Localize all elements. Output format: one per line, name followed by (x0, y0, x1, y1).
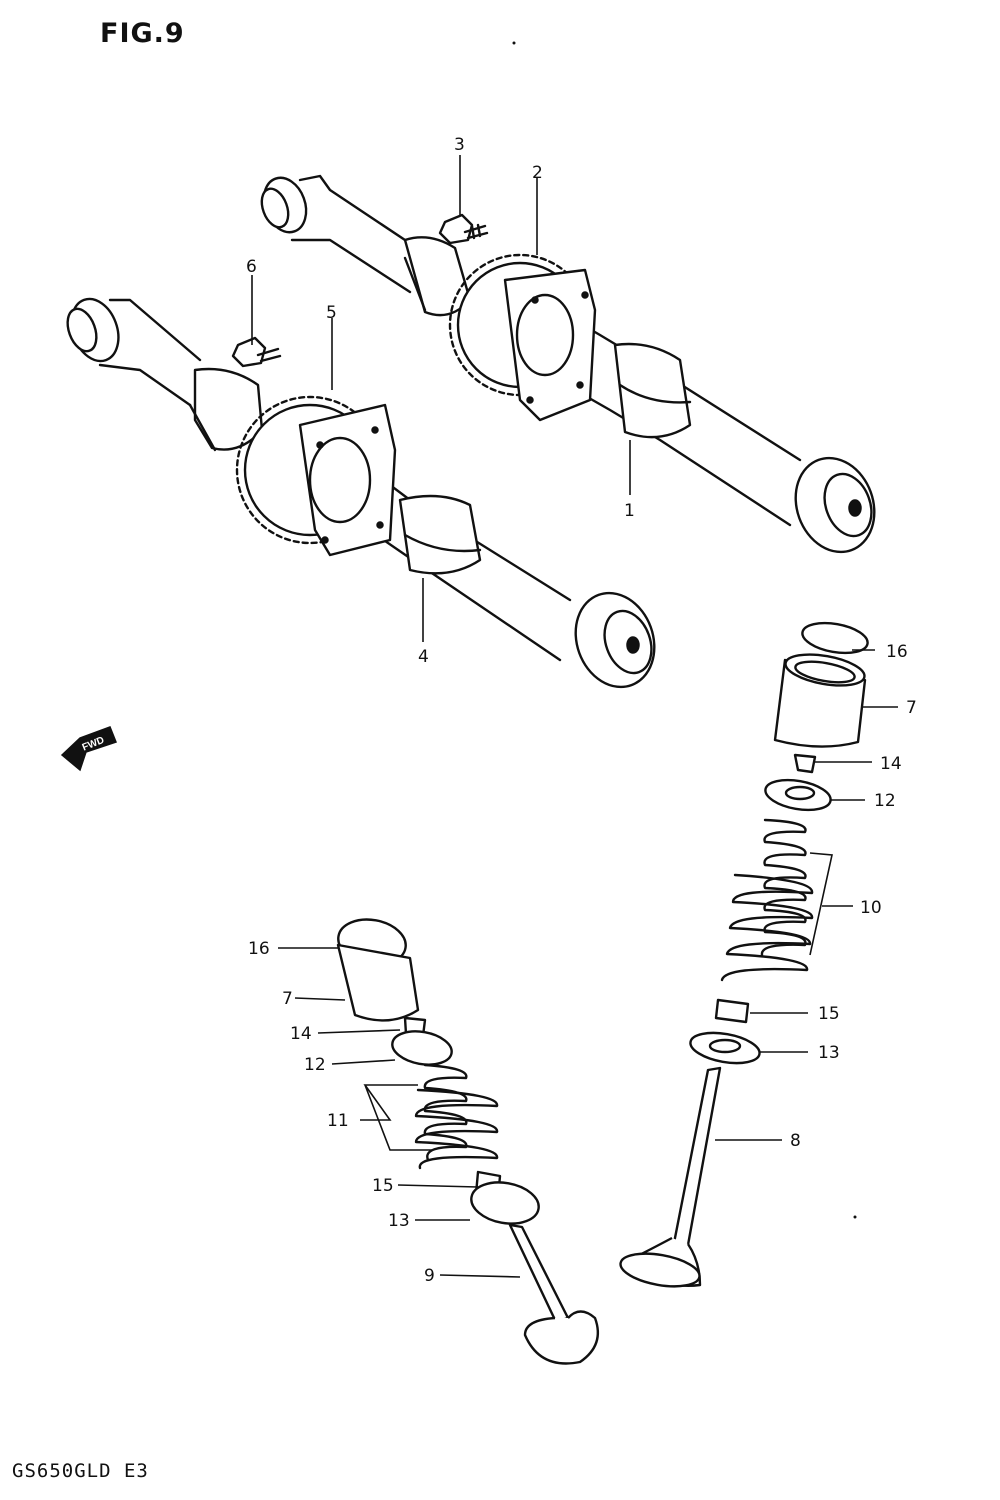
valve-assembly-right (619, 621, 869, 1288)
callout-4: 4 (418, 647, 429, 667)
callout-1: 1 (624, 501, 635, 521)
callout-13-right: 13 (818, 1043, 840, 1063)
callout-15-right: 15 (818, 1004, 840, 1024)
cam-sprocket-upper (448, 253, 597, 422)
callout-7-right: 7 (906, 698, 917, 718)
cam-sprocket-lower (235, 395, 397, 557)
callout-14-left: 14 (290, 1024, 312, 1044)
leader-lines (251, 155, 898, 1278)
callout-14-right: 14 (880, 754, 902, 774)
callout-5: 5 (326, 303, 337, 323)
callout-8: 8 (790, 1131, 801, 1151)
valve-assembly-left (336, 918, 600, 1365)
callout-11: 11 (327, 1111, 349, 1131)
camshaft-lower (66, 297, 656, 689)
callout-16-right: 16 (886, 642, 908, 662)
callout-6: 6 (246, 257, 257, 277)
model-code: GS650GLD E3 (12, 1460, 149, 1482)
callout-15-left: 15 (372, 1176, 394, 1196)
callout-10: 10 (860, 898, 882, 918)
bolt-upper (438, 213, 489, 245)
callout-12-right: 12 (874, 791, 896, 811)
callout-16-left: 16 (248, 939, 270, 959)
bolt-lower (231, 336, 282, 368)
figure-title: FIG.9 (100, 18, 185, 49)
camshaft-upper (260, 174, 876, 554)
callouts: 1 2 3 4 5 6 16 7 14 12 10 15 13 8 16 7 1… (246, 135, 917, 1286)
callout-2: 2 (532, 163, 543, 183)
fwd-arrow-icon: FWD (60, 726, 117, 772)
callout-13-left: 13 (388, 1211, 410, 1231)
callout-7-left: 7 (282, 989, 293, 1009)
callout-3: 3 (454, 135, 465, 155)
callout-12-left: 12 (304, 1055, 326, 1075)
callout-9: 9 (424, 1266, 435, 1286)
